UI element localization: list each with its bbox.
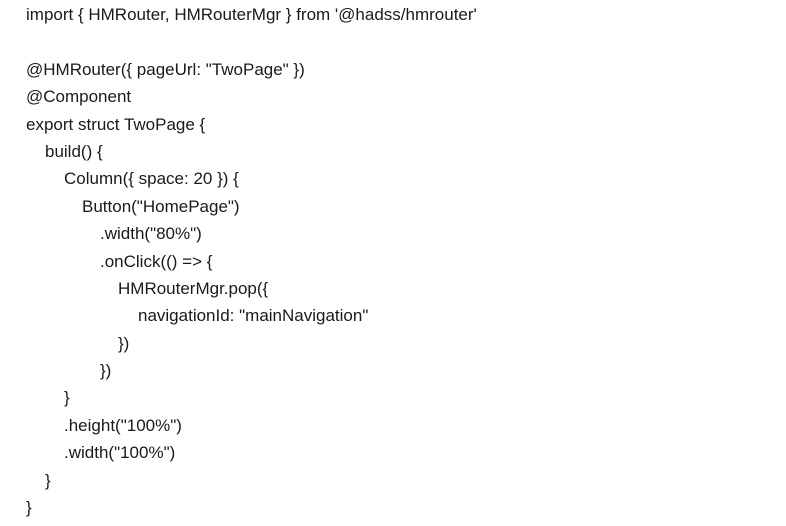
code-line-2 [0,28,786,55]
code-line-11: HMRouterMgr.pop({ [0,275,786,302]
code-text: } [45,470,51,490]
code-text: export struct TwoPage { [26,114,206,134]
code-line-18: } [0,467,786,494]
code-text: .width("80%") [100,224,202,244]
code-text: Button("HomePage") [82,196,240,216]
code-text: } [64,388,70,408]
code-line-19: } [0,494,786,521]
code-text: .height("100%") [64,415,182,435]
code-text: build() { [45,141,103,161]
code-line-6: build() { [0,138,786,165]
code-line-9: .width("80%") [0,220,786,247]
code-line-17: .width("100%") [0,439,786,466]
code-text: @Component [26,87,132,107]
code-line-12: navigationId: "mainNavigation" [0,302,786,329]
code-line-1: import { HMRouter, HMRouterMgr } from '@… [0,1,786,28]
code-line-14: }) [0,357,786,384]
code-line-16: .height("100%") [0,412,786,439]
code-text: @HMRouter({ pageUrl: "TwoPage" }) [26,59,305,79]
code-text: } [26,498,32,518]
code-text: .onClick(() => { [100,251,213,271]
code-line-10: .onClick(() => { [0,248,786,275]
code-line-4: @Component [0,83,786,110]
code-text: Column({ space: 20 }) { [64,169,239,189]
code-text: }) [118,333,130,353]
code-line-3: @HMRouter({ pageUrl: "TwoPage" }) [0,56,786,83]
code-text: .width("100%") [64,443,176,463]
code-line-7: Column({ space: 20 }) { [0,165,786,192]
code-text: }) [100,361,112,381]
code-line-5: export struct TwoPage { [0,111,786,138]
code-line-15: } [0,384,786,411]
code-text: HMRouterMgr.pop({ [118,278,269,298]
code-line-13: }) [0,330,786,357]
code-text: navigationId: "mainNavigation" [138,306,369,326]
code-line-8: Button("HomePage") [0,193,786,220]
code-text: import { HMRouter, HMRouterMgr } from '@… [26,5,477,24]
